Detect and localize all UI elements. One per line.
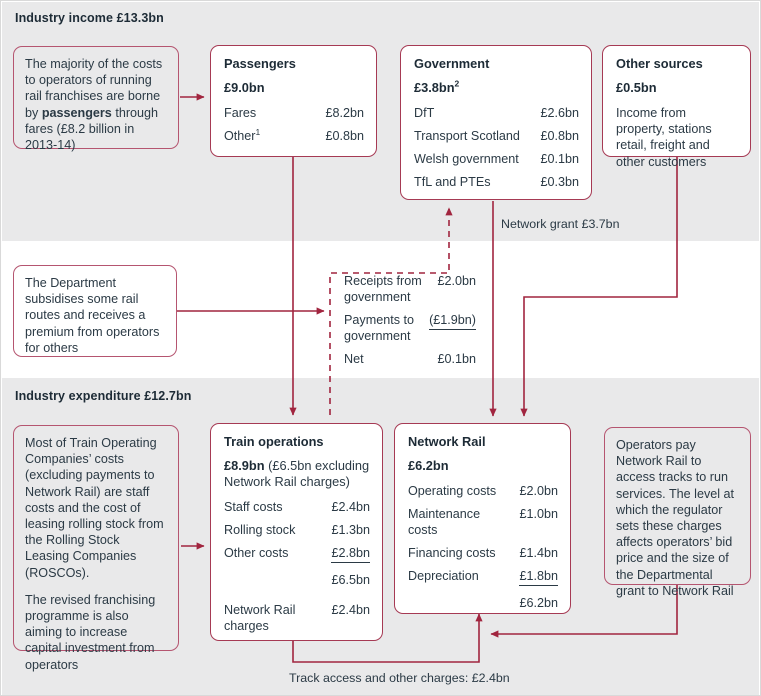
label-network-grant: Network grant £3.7bn (501, 217, 620, 231)
table-row: Depreciation £1.8bn (408, 568, 558, 586)
note-passengers-text-1: The majority of the costs to operators o… (25, 57, 163, 120)
note-toc-text-1: Most of Train Operating Companies’ costs… (25, 436, 164, 580)
government-row-2-value: £0.1bn (540, 152, 579, 166)
note-operators-text: Operators pay Network Rail to access tra… (616, 438, 735, 598)
government-row-3-value: £0.3bn (540, 175, 579, 189)
network-rail-row-3-label: Depreciation (408, 569, 479, 583)
network-rail-row-0-label: Operating costs (408, 484, 497, 498)
table-row: Financing costs £1.4bn (408, 545, 558, 561)
network-rail-row-1-value: £1.0bn (519, 507, 558, 521)
government-row-1-value: £0.8bn (540, 129, 579, 143)
note-passengers-text-2: through fares (£8.2 billion in 2013-14) (25, 105, 159, 153)
expenditure-band-title: Industry expenditure £12.7bn (15, 389, 192, 403)
government-row-1-label: Transport Scotland (414, 129, 520, 143)
train-ops-row-2-label: Other costs (224, 546, 289, 560)
table-row: DfT £2.6bn (414, 105, 579, 121)
card-network-rail: Network Rail £6.2bn Operating costs £2.0… (394, 423, 571, 614)
note-department: The Department subsidises some rail rout… (13, 265, 177, 357)
table-row: Welsh government £0.1bn (414, 151, 579, 167)
income-band-title: Industry income £13.3bn (15, 11, 164, 25)
note-department-text: The Department subsidises some rail rout… (25, 276, 160, 355)
card-other-sources: Other sources £0.5bn Income from propert… (602, 45, 751, 169)
other-sources-body: Income from property, stations retail, f… (616, 106, 712, 169)
train-ops-subtotal-row: £6.5bn (224, 572, 370, 588)
table-row: Other costs £2.8bn (224, 545, 370, 563)
government-row-0-value: £2.6bn (540, 106, 579, 120)
network-rail-subtotal-value: £6.2bn (519, 596, 558, 610)
table-row: Receipts from government £2.0bn (344, 273, 476, 305)
table-row: Maintenance costs £1.0bn (408, 506, 558, 538)
receipts-row-0-label: Receipts from government (344, 274, 422, 304)
train-ops-row-1-label: Rolling stock (224, 523, 296, 537)
table-row: Transport Scotland £0.8bn (414, 128, 579, 144)
label-track-access: Track access and other charges: £2.4bn (289, 671, 510, 685)
network-rail-subtotal-row: £6.2bn (408, 595, 558, 611)
network-rail-row-2-label: Financing costs (408, 546, 496, 560)
note-train-operating-companies: Most of Train Operating Companies’ costs… (13, 425, 179, 672)
train-ops-extra-label: Network Rail charges (224, 603, 296, 633)
passengers-total: £9.0bn (224, 80, 265, 95)
table-row: Net £0.1bn (344, 351, 476, 367)
passengers-title: Passengers (224, 56, 296, 71)
note-operators-pay-network-rail: Operators pay Network Rail to access tra… (604, 427, 751, 598)
footnote-marker-1: 1 (255, 126, 261, 137)
table-row: Network Rail charges £2.4bn (224, 602, 370, 634)
card-train-operations: Train operations £8.9bn (£6.5bn excludin… (210, 423, 383, 641)
network-rail-total: £6.2bn (408, 458, 449, 473)
card-passengers: Passengers £9.0bn Fares £8.2bn Other1 £0… (210, 45, 377, 157)
passengers-row-0-value: £8.2bn (325, 106, 364, 120)
receipts-row-2-value: £0.1bn (437, 352, 476, 366)
receipts-row-1-value: (£1.9bn) (429, 312, 476, 330)
train-ops-row-2-value: £2.8bn (331, 545, 370, 563)
train-ops-row-1-value: £1.3bn (331, 523, 370, 537)
receipts-row-1-label: Payments to government (344, 313, 414, 343)
government-total: £3.8bn2 (414, 78, 460, 95)
government-row-3-label: TfL and PTEs (414, 175, 491, 189)
train-ops-row-0-label: Staff costs (224, 500, 283, 514)
train-operations-total: £8.9bn (£6.5bn excluding Network Rail ch… (224, 458, 370, 489)
table-row: TfL and PTEs £0.3bn (414, 174, 579, 190)
government-row-0-label: DfT (414, 106, 435, 120)
table-row: Payments to government (£1.9bn) (344, 312, 476, 344)
card-government: Government £3.8bn2 DfT £2.6bn Transport … (400, 45, 592, 200)
receipts-block: Receipts from government £2.0bn Payments… (344, 273, 476, 374)
government-row-2-label: Welsh government (414, 152, 519, 166)
train-ops-row-0-value: £2.4bn (331, 500, 370, 514)
note-passengers-bold: passengers (41, 105, 112, 120)
receipts-row-0-value: £2.0bn (437, 274, 476, 288)
train-ops-extra-value: £2.4bn (331, 603, 370, 617)
network-rail-row-1-label: Maintenance costs (408, 507, 481, 537)
note-passengers: The majority of the costs to operators o… (13, 46, 179, 153)
passengers-row-1-value: £0.8bn (325, 129, 364, 143)
train-operations-title: Train operations (224, 434, 324, 449)
table-row: Rolling stock £1.3bn (224, 522, 370, 538)
network-rail-row-0-value: £2.0bn (519, 484, 558, 498)
table-row: Fares £8.2bn (224, 105, 364, 121)
network-rail-row-3-value: £1.8bn (519, 568, 558, 586)
table-row: Staff costs £2.4bn (224, 499, 370, 515)
train-ops-subtotal-value: £6.5bn (331, 573, 370, 587)
note-toc-text-2: The revised franchising programme is als… (25, 592, 156, 672)
footnote-marker-2: 2 (454, 78, 460, 89)
passengers-row-1-label: Other1 (224, 126, 261, 143)
network-rail-title: Network Rail (408, 434, 486, 449)
other-sources-title: Other sources (616, 56, 703, 71)
government-title: Government (414, 56, 490, 71)
other-sources-total: £0.5bn (616, 80, 657, 95)
table-row: Operating costs £2.0bn (408, 483, 558, 499)
receipts-row-2-label: Net (344, 352, 364, 366)
table-row: Other1 £0.8bn (224, 128, 364, 144)
network-rail-row-2-value: £1.4bn (519, 546, 558, 560)
passengers-row-0-label: Fares (224, 106, 257, 120)
